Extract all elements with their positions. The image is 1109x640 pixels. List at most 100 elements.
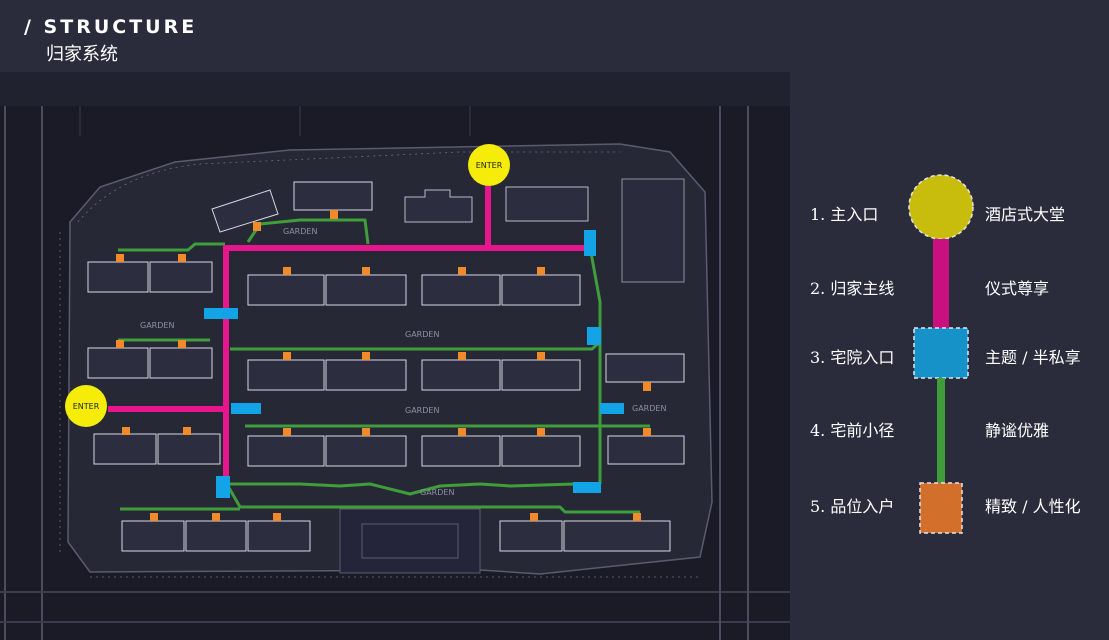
building: [421, 359, 501, 391]
sports-field: [339, 508, 481, 574]
unit-entry: [283, 428, 291, 436]
unit-entry: [643, 428, 651, 436]
legend-symbols: [908, 174, 974, 534]
enter-label: ENTER: [476, 161, 503, 170]
legend-main-line-symbol: [933, 239, 949, 329]
site-plan: GARDEN GARDEN GARDEN GARDEN GARDEN GARDE…: [0, 72, 790, 640]
garden-label: GARDEN: [632, 404, 666, 413]
unit-entry: [283, 352, 291, 360]
building: [501, 359, 581, 391]
building: [607, 435, 685, 465]
unit-entry: [537, 428, 545, 436]
header: / STRUCTURE 归家系统: [24, 16, 197, 66]
unit-entry: [178, 254, 186, 262]
legend-desc-5: 精致 / 人性化: [985, 497, 1081, 516]
building: [293, 181, 373, 211]
legend-square-blue-symbol: [913, 327, 969, 379]
courtyard-entrance: [573, 482, 601, 493]
legend-desc-2: 仪式尊享: [985, 279, 1050, 298]
building: [247, 435, 325, 467]
building: [157, 433, 221, 465]
legend-desc-1: 酒店式大堂: [985, 205, 1066, 224]
legend-desc-4: 静谧优雅: [985, 421, 1050, 440]
green-path: [226, 485, 640, 514]
unit-entry: [178, 340, 186, 348]
enter-circle: [65, 385, 107, 427]
green-path: [118, 242, 225, 252]
building: [149, 261, 213, 293]
unit-entry: [633, 513, 641, 521]
courtyard-entrance: [587, 327, 601, 345]
building: [421, 274, 501, 306]
building: [325, 359, 407, 391]
unit-entry: [458, 352, 466, 360]
unit-entry: [362, 428, 370, 436]
legend-label-1: 1. 主入口: [810, 205, 879, 224]
road-west: [4, 106, 43, 640]
garden-labels: GARDEN GARDEN GARDEN GARDEN GARDEN GARDE…: [140, 227, 666, 497]
unit-entry: [116, 340, 124, 348]
enter-label: ENTER: [73, 402, 100, 411]
amenity-building: [505, 186, 589, 222]
garden-label: GARDEN: [405, 406, 439, 415]
garden-label: GARDEN: [405, 330, 439, 339]
road-east: [719, 106, 749, 640]
unit-entry: [116, 254, 124, 262]
legend-circle-symbol: [908, 174, 974, 240]
building: [87, 347, 149, 379]
road-north: [79, 106, 471, 136]
tree-dots: [59, 151, 700, 578]
building: [87, 261, 149, 293]
unit-entry: [458, 428, 466, 436]
main-entrance-north: ENTER: [468, 144, 510, 186]
road-south: [0, 591, 790, 623]
main-routes: [108, 184, 590, 482]
sports-field-inner: [361, 523, 459, 559]
building: [185, 520, 247, 552]
legend-square-orange-symbol: [919, 482, 963, 534]
unit-entry: [537, 352, 545, 360]
legend-label-2: 2. 归家主线: [810, 279, 895, 298]
unit-entry: [253, 222, 261, 231]
residential-buildings: [87, 181, 685, 552]
building: [121, 520, 185, 552]
unit-entries: [116, 210, 651, 521]
garden-label: GARDEN: [283, 227, 317, 236]
courtyard-entrance: [204, 308, 238, 319]
unit-entry: [458, 267, 466, 275]
legend-label-4: 4. 宅前小径: [810, 421, 895, 440]
title-chinese: 归家系统: [46, 44, 118, 65]
building: [247, 359, 325, 391]
building: [563, 520, 671, 552]
unit-entry: [362, 352, 370, 360]
building: [605, 353, 685, 383]
green-path: [230, 482, 576, 496]
enter-circle: [468, 144, 510, 186]
legend-path-line-symbol: [937, 378, 945, 483]
unit-entry: [643, 382, 651, 391]
building: [325, 435, 407, 467]
courtyard-entrances: [204, 230, 624, 498]
unit-entry: [122, 427, 130, 435]
unit-entry: [362, 267, 370, 275]
courtyard-entrance: [231, 403, 261, 414]
unit-entry: [273, 513, 281, 521]
building: [93, 433, 157, 465]
title-english: / STRUCTURE: [24, 16, 198, 38]
courtyard-entrance: [216, 476, 230, 498]
building: [421, 435, 501, 467]
building: [247, 520, 311, 552]
building: [501, 274, 581, 306]
unit-entry: [150, 513, 158, 521]
unit-entry: [283, 267, 291, 275]
garden-label: GARDEN: [140, 321, 174, 330]
unit-entry: [330, 210, 338, 219]
building: [325, 274, 407, 306]
unit-entry: [537, 267, 545, 275]
building: [247, 274, 325, 306]
legend-label-5: 5. 品位入户: [810, 497, 895, 516]
building: [501, 435, 581, 467]
unit-entry: [530, 513, 538, 521]
courtyard-entrance: [584, 230, 596, 256]
legend-desc-3: 主题 / 半私享: [985, 348, 1081, 367]
